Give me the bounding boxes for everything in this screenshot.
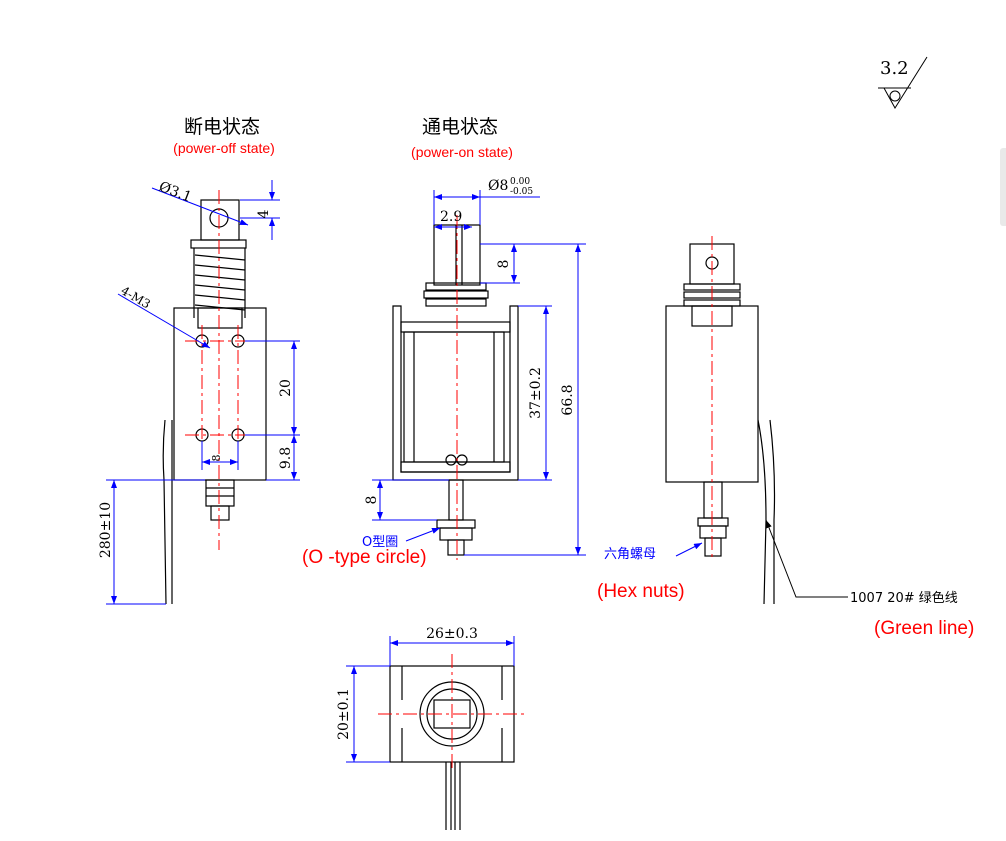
green-wire-label-en: (Green line): [874, 618, 974, 639]
on-state-title: 通电状态: [422, 116, 498, 138]
power-off-dimensions: [106, 180, 300, 605]
dim-shaft-ext: 8: [364, 496, 380, 505]
side-view: [665, 243, 776, 605]
o-ring-label-cn: O型圈: [362, 535, 398, 550]
roughness-value: 3.2: [880, 58, 909, 79]
power-on-dimensions: [372, 190, 586, 556]
dim-hole-pitch-v: 20: [278, 379, 294, 397]
dim-lead-length: 280±10: [98, 502, 114, 558]
power-off-view: [162, 199, 267, 605]
dim-shaft-tol-upper: 0.00: [510, 177, 530, 187]
roughness-symbol: 3.2: [878, 56, 928, 109]
hex-nut-leader: [675, 542, 703, 557]
off-state-title: 断电状态: [184, 116, 260, 138]
dim-slot-depth: 8: [496, 260, 512, 269]
dim-body-width: 26±0.3: [426, 626, 478, 642]
dim-body-depth: 20±0.1: [336, 688, 352, 740]
green-wire-leader: [765, 519, 848, 598]
dim-hole-pitch-h: 8: [210, 455, 223, 462]
dim-shaft-dia: Ø8: [488, 178, 508, 194]
on-state-subtitle: (power-on state): [411, 144, 513, 160]
hex-nut-label-en: (Hex nuts): [597, 581, 685, 602]
dim-shaft-tol-lower: -0.05: [510, 187, 533, 197]
scrollbar-tab[interactable]: [1000, 148, 1006, 226]
dim-body-height: 37±0.2: [528, 367, 544, 419]
dim-total-length: 66.8: [560, 384, 576, 415]
off-state-subtitle: (power-off state): [173, 140, 275, 156]
o-ring-label-en: (O -type circle): [302, 547, 427, 568]
dim-slot-width: 2.9: [440, 209, 462, 225]
green-wire-label-cn: 1007 20# 绿色线: [850, 590, 958, 606]
dim-hole-diameter: Ø3.1: [157, 179, 194, 206]
power-on-view: [392, 224, 519, 556]
dim-thread: 4-M3: [119, 283, 153, 311]
hex-nut-label-cn: 六角螺母: [604, 547, 656, 562]
dim-bottom-margin: 9.8: [278, 447, 294, 469]
dim-top-gap: 4: [256, 209, 272, 218]
